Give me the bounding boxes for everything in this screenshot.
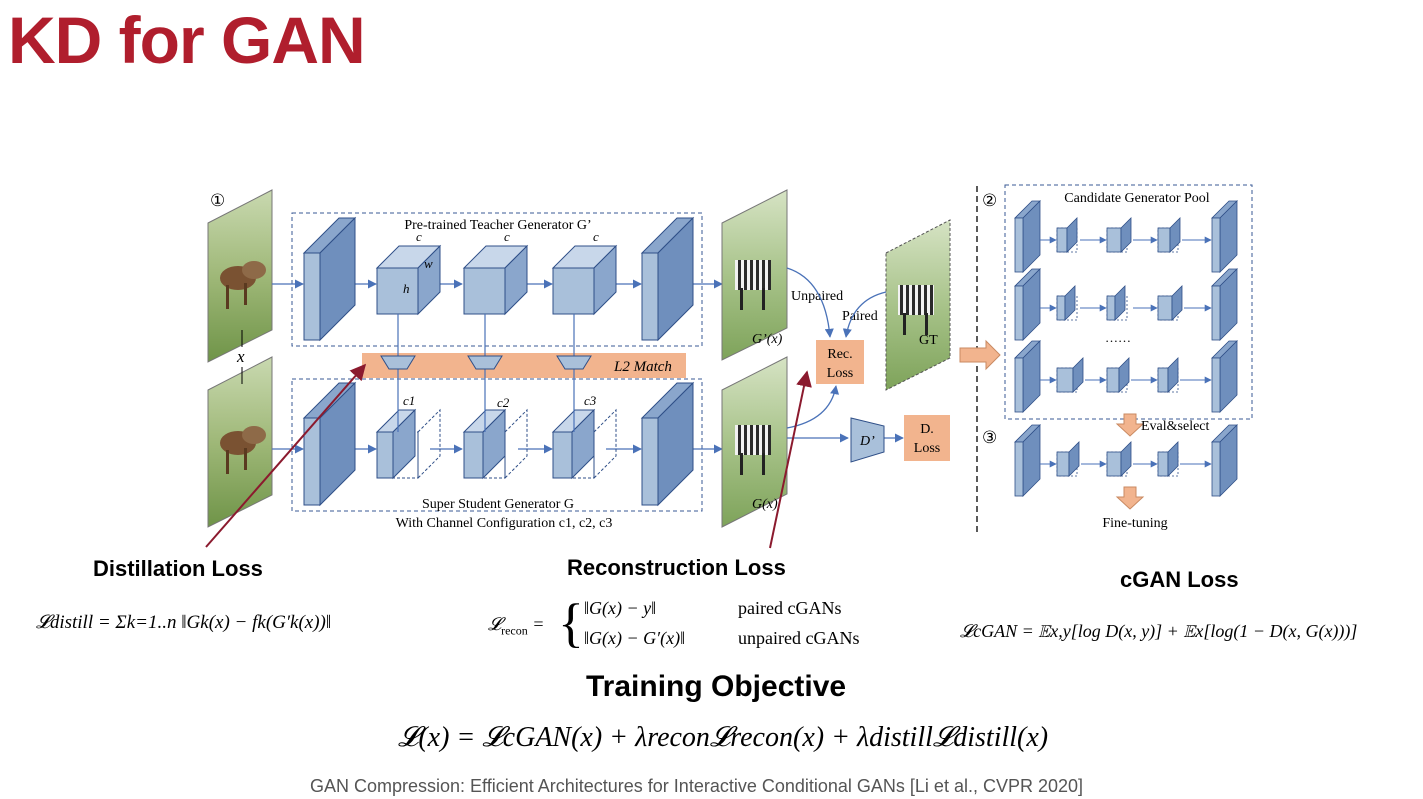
distillation-formula: 𝓛distill = Σk=1..n ‖Gk(x) − fk(G′k(x))‖ [36, 612, 332, 633]
eval-select-arrow [1115, 413, 1145, 437]
pool-ellipsis: …… [1105, 330, 1131, 345]
distillation-loss-heading: Distillation Loss [93, 556, 263, 581]
student-feature-block-3 [551, 408, 617, 480]
student-output-label: G(x) [752, 497, 778, 512]
teacher-dim-h: h [403, 281, 410, 296]
d-loss-box [904, 415, 950, 461]
student-feature-block-1 [375, 408, 441, 480]
input-image-teacher [207, 189, 273, 363]
reconstruction-formula: 𝓛recon = { ‖G(x) − y‖ paired cGANs ‖G(x)… [488, 593, 860, 653]
rec-loss-line2: Loss [827, 366, 853, 381]
teacher-dim-c-2: c [504, 229, 510, 244]
discriminator-block [850, 417, 885, 463]
l2-projection-trapezoids [380, 355, 592, 370]
slide-title: KD for GAN [8, 3, 366, 77]
student-channel-c3: c3 [584, 393, 597, 408]
to-pool-arrow [959, 339, 1001, 371]
student-generator-label: Super Student Generator G [422, 497, 574, 512]
pool-row-2 [1014, 268, 1238, 341]
teacher-dim-c-1: c [416, 229, 422, 244]
training-objective-formula: 𝓛(x) = 𝓛cGAN(x) + λrecon𝓛recon(x) + λdis… [398, 722, 1049, 753]
student-generator-box [291, 378, 703, 512]
reconstruction-pointer-arrow [769, 370, 812, 549]
pool-row-1 [1014, 200, 1238, 273]
teacher-dim-w: w [424, 256, 433, 271]
l2-match-bar [362, 353, 686, 378]
cgan-formula: 𝓛cGAN = 𝔼x,y[log D(x, y)] + 𝔼x[log(1 − D… [960, 621, 1358, 641]
teacher-block-first [302, 216, 357, 342]
d-loss-line2: Loss [914, 441, 940, 456]
fine-tuning-label: Fine-tuning [1102, 516, 1167, 531]
channel-configuration-label: With Channel Configuration c1, c2, c3 [396, 516, 613, 531]
teacher-dim-c-3: c [593, 229, 599, 244]
step-1-marker: ① [210, 191, 225, 210]
teacher-block-last [640, 216, 695, 342]
d-loss-line1: D. [920, 422, 934, 437]
step-2-marker: ② [982, 191, 997, 210]
teacher-generator-box [291, 212, 703, 347]
student-output-image [721, 356, 788, 528]
teacher-output-image [721, 189, 788, 361]
recon-paired-term: ‖G(x) − y‖ [584, 598, 657, 618]
recon-unpaired-label: unpaired cGANs [738, 628, 860, 648]
teacher-feature-block-1 [375, 244, 442, 316]
distillation-pointer-arrow [205, 363, 367, 548]
teacher-generator-label: Pre-trained Teacher Generator G’ [404, 218, 591, 233]
rec-loss-box [816, 340, 864, 384]
fine-tuning-arrow [1115, 486, 1145, 510]
student-block-last [640, 381, 695, 507]
student-block-first [302, 381, 357, 507]
recon-paired-label: paired cGANs [738, 598, 842, 618]
training-objective-heading: Training Objective [586, 670, 847, 703]
student-channel-c1: c1 [403, 393, 415, 408]
teacher-output-label: G’(x) [752, 332, 783, 347]
citation: GAN Compression: Efficient Architectures… [310, 776, 1084, 796]
teacher-feature-block-3 [551, 244, 618, 316]
student-feature-block-2 [462, 408, 528, 480]
input-image-student [207, 356, 273, 528]
paired-label: Paired [842, 309, 878, 324]
reconstruction-loss-heading: Reconstruction Loss [567, 555, 786, 580]
ground-truth-image [885, 219, 951, 391]
gt-label: GT [919, 333, 938, 348]
candidate-pool-label: Candidate Generator Pool [1064, 191, 1210, 206]
unpaired-label: Unpaired [791, 289, 843, 304]
student-channel-c2: c2 [497, 395, 510, 410]
recon-unpaired-term: ‖G(x) − G′(x)‖ [584, 628, 686, 648]
l2-match-label: L2 Match [613, 359, 672, 375]
input-variable-x: x [236, 347, 245, 366]
teacher-feature-block-2 [462, 244, 529, 316]
discriminator-label: D’ [859, 434, 875, 449]
eval-select-label: Eval&select [1141, 419, 1210, 434]
cgan-loss-heading: cGAN Loss [1120, 567, 1239, 592]
step-3-marker: ③ [982, 428, 997, 447]
rec-loss-line1: Rec. [827, 347, 852, 362]
selected-generator-row [1014, 424, 1238, 497]
pool-row-3 [1014, 340, 1238, 413]
